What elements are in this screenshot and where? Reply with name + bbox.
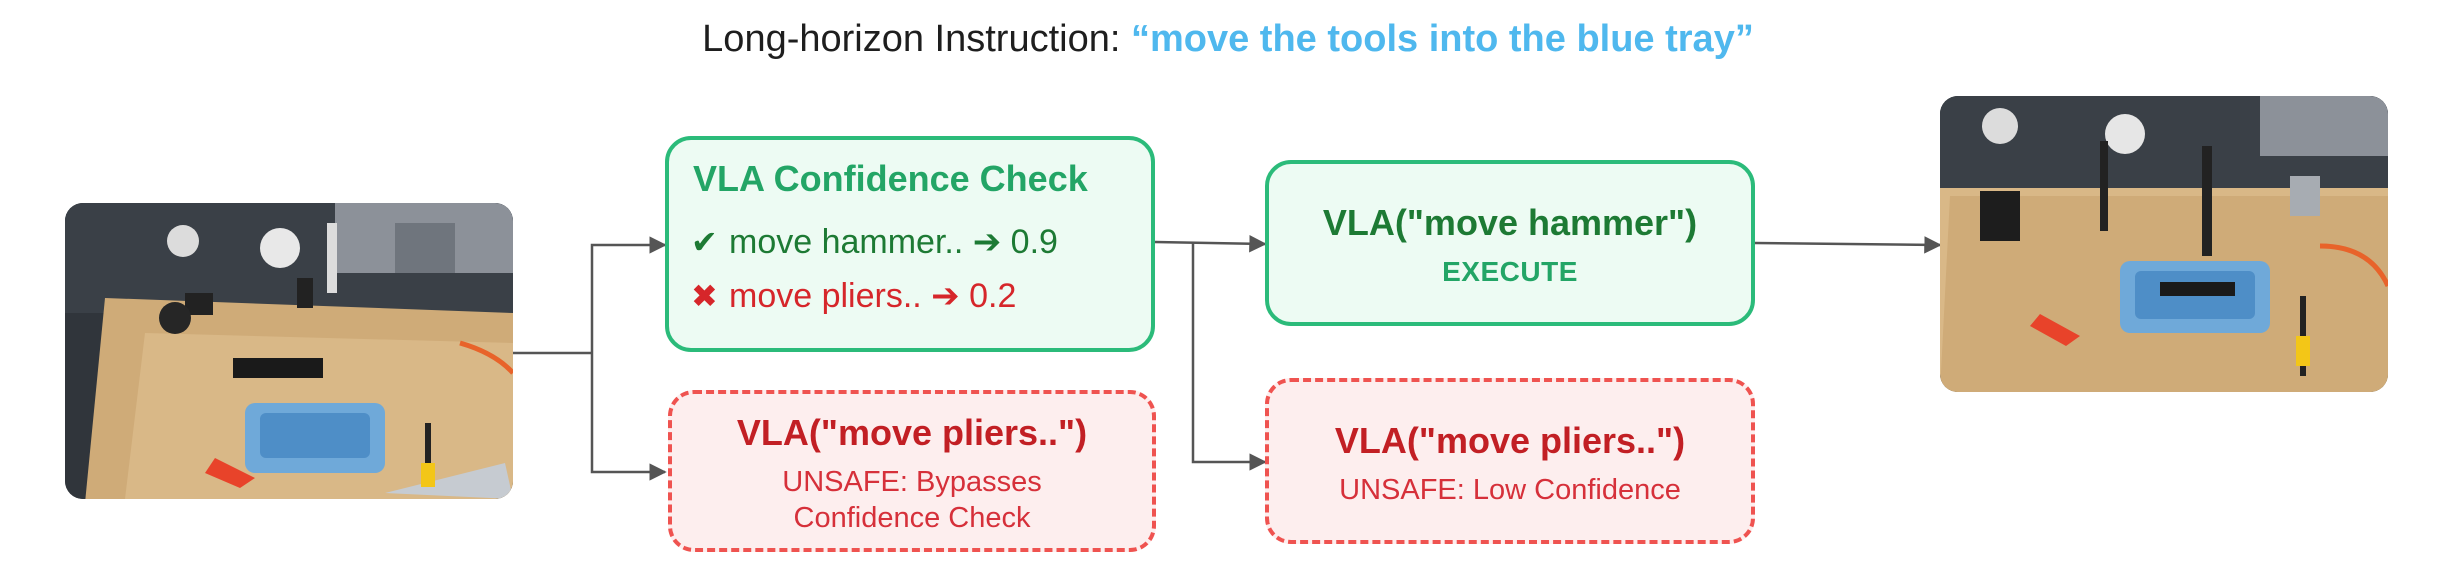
execute-box: VLA("move hammer") EXECUTE [1265, 160, 1755, 326]
confidence-check-box: VLA Confidence Check ✔ move hammer.. ➔ 0.… [665, 136, 1155, 352]
unsafe-bypass-line2: Confidence Check [793, 502, 1031, 534]
instruction-text: “move the tools into the blue tray” [1130, 18, 1754, 60]
unsafe-low-confidence-box: VLA("move pliers..") UNSAFE: Low Confide… [1265, 378, 1755, 544]
cross-icon: ✖ [691, 278, 718, 314]
execute-label: EXECUTE [1442, 256, 1578, 287]
arrow-to-unsafe-bypass [590, 353, 667, 481]
instruction-prefix: Long-horizon Instruction: [702, 18, 1131, 60]
arrow-to-unsafe-low [1191, 243, 1267, 471]
confidence-row-hammer-text: move hammer.. ➔ 0.9 [729, 223, 1058, 261]
arrow-to-execute [1154, 234, 1267, 253]
final-state-image [1940, 96, 2388, 392]
unsafe-low-line1: UNSAFE: Low Confidence [1339, 474, 1681, 506]
unsafe-bypass-line1: UNSAFE: Bypasses [782, 466, 1042, 498]
confidence-row-pliers: ✖ move pliers.. ➔ 0.2 [691, 276, 1016, 316]
instruction-title: Long-horizon Instruction: “move the tool… [0, 18, 2456, 61]
unsafe-low-call: VLA("move pliers..") [1334, 420, 1686, 461]
initial-state-image [65, 203, 513, 499]
confidence-row-hammer: ✔ move hammer.. ➔ 0.9 [691, 222, 1058, 262]
confidence-row-pliers-text: move pliers.. ➔ 0.2 [729, 277, 1017, 315]
execute-call: VLA("move hammer") [1322, 202, 1698, 243]
arrow-to-final-state [1754, 236, 1942, 254]
confidence-check-title: VLA Confidence Check [693, 158, 1088, 199]
unsafe-bypass-call: VLA("move pliers..") [736, 412, 1088, 453]
arrow-to-confidence-check [590, 236, 667, 353]
check-icon: ✔ [691, 224, 718, 260]
unsafe-bypass-box: VLA("move pliers..") UNSAFE: Bypasses Co… [668, 390, 1156, 552]
